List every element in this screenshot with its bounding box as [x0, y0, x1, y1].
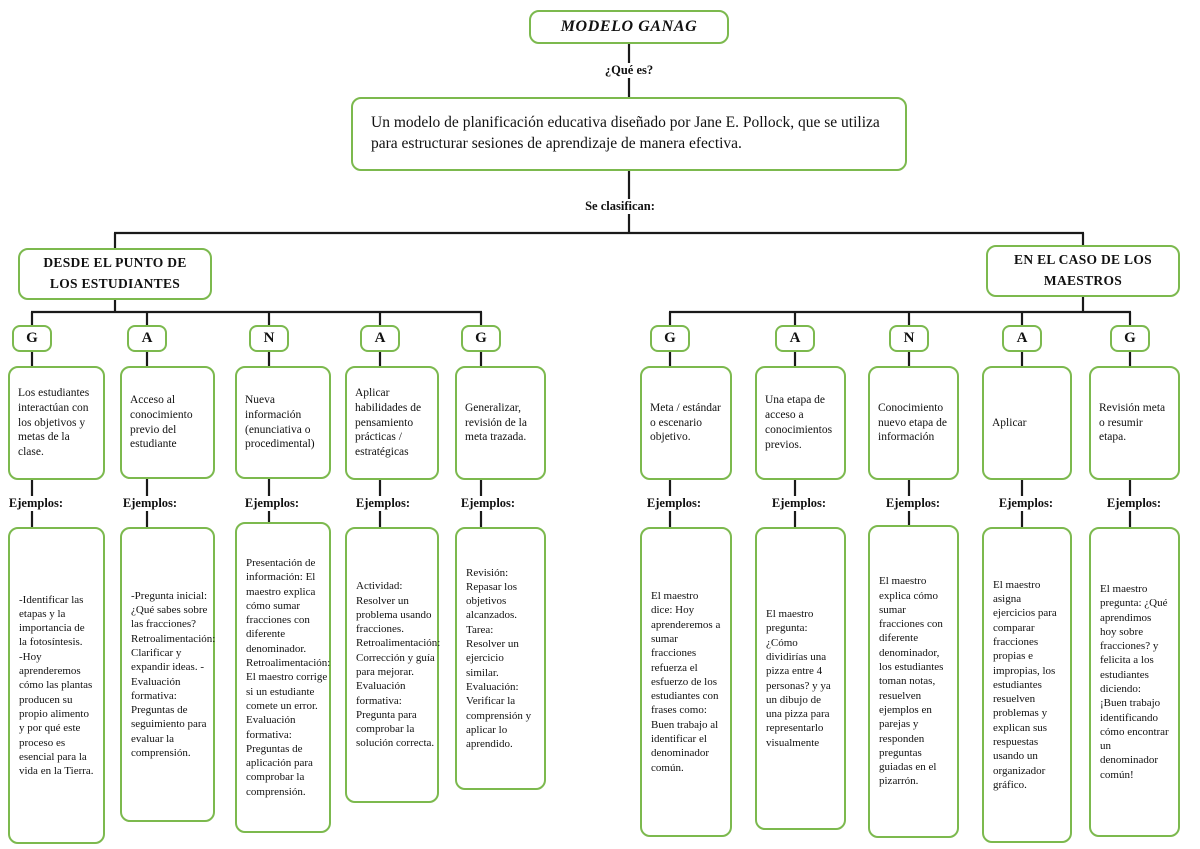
students-desc-a2: Aplicar habilidades de pensamiento práct…: [345, 366, 439, 480]
ejemplos-label: Ejemplos:: [351, 496, 415, 511]
students-desc-g2: Generalizar, revisión de la meta trazada…: [455, 366, 546, 480]
teachers-letter-a1: A: [775, 325, 815, 352]
classify-label: Se clasifican:: [581, 199, 659, 214]
students-desc-n: Nueva información (enunciativa o procedi…: [235, 366, 331, 479]
teachers-example-n: El maestro explica cómo sumar fracciones…: [868, 525, 959, 838]
teachers-letter-g1: G: [650, 325, 690, 352]
ejemplos-label: Ejemplos:: [456, 496, 520, 511]
students-desc-g1: Los estudiantes interactúan con los obje…: [8, 366, 105, 480]
students-example-g1: -Identificar las etapas y la importancia…: [8, 527, 105, 844]
students-example-a2: Actividad: Resolver un problema usando f…: [345, 527, 440, 803]
teachers-desc-g2: Revisión meta o resumir etapa.: [1089, 366, 1180, 480]
ejemplos-label: Ejemplos:: [767, 496, 831, 511]
teachers-desc-a2: Aplicar: [982, 366, 1072, 480]
ejemplos-label: Ejemplos:: [118, 496, 182, 511]
teachers-example-g1: El maestro dice: Hoy aprenderemos a suma…: [640, 527, 732, 837]
students-letter-g1: G: [12, 325, 52, 352]
teachers-desc-g1: Meta / estándar o escenario objetivo.: [640, 366, 732, 480]
students-example-g2: Revisión: Repasar los objetivos alcanzad…: [455, 527, 546, 790]
ejemplos-label: Ejemplos:: [4, 496, 68, 511]
students-letter-a2: A: [360, 325, 400, 352]
students-desc-a1: Acceso al conocimiento previo del estudi…: [120, 366, 215, 479]
teachers-letter-a2: A: [1002, 325, 1042, 352]
students-letter-a1: A: [127, 325, 167, 352]
students-letter-g2: G: [461, 325, 501, 352]
ejemplos-label: Ejemplos:: [1102, 496, 1166, 511]
teachers-letter-n: N: [889, 325, 929, 352]
students-letter-n: N: [249, 325, 289, 352]
definition-box: Un modelo de planificación educativa dis…: [351, 97, 907, 171]
ejemplos-label: Ejemplos:: [881, 496, 945, 511]
question-label: ¿Qué es?: [600, 63, 658, 78]
students-example-n: Presentación de información: El maestro …: [235, 522, 331, 833]
teachers-example-g2: El maestro pregunta: ¿Qué aprendimos hoy…: [1089, 527, 1180, 837]
students-example-a1: -Pregunta inicial: ¿Qué sabes sobre las …: [120, 527, 215, 822]
ejemplos-label: Ejemplos:: [642, 496, 706, 511]
teachers-example-a1: El maestro pregunta: ¿Cómo dividirías un…: [755, 527, 846, 830]
branch-teachers-title: EN EL CASO DE LOS MAESTROS: [986, 245, 1180, 297]
teachers-letter-g2: G: [1110, 325, 1150, 352]
ejemplos-label: Ejemplos:: [994, 496, 1058, 511]
teachers-example-a2: El maestro asigna ejercicios para compar…: [982, 527, 1072, 843]
ejemplos-label: Ejemplos:: [240, 496, 304, 511]
diagram-title-box: MODELO GANAG: [529, 10, 729, 44]
branch-students-title: DESDE EL PUNTO DE LOS ESTUDIANTES: [18, 248, 212, 300]
teachers-desc-n: Conocimiento nuevo etapa de información: [868, 366, 959, 480]
teachers-desc-a1: Una etapa de acceso a conocimientos prev…: [755, 366, 846, 480]
